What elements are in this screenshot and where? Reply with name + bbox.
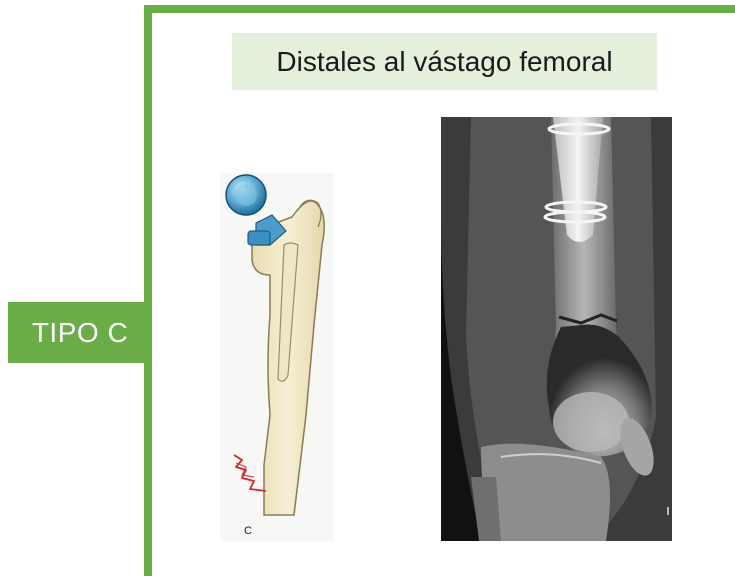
slide-frame-left: [144, 5, 152, 302]
slide-frame-left-lower: [144, 363, 152, 576]
slide-frame-top: [144, 5, 735, 13]
slide-title: Distales al vástago femoral: [232, 33, 657, 90]
femur-prosthesis-illustration-icon: C: [214, 165, 344, 545]
femur-xray-icon: [441, 117, 672, 541]
illustration-caption: C: [244, 525, 252, 537]
type-label: TIPO C: [8, 302, 152, 363]
